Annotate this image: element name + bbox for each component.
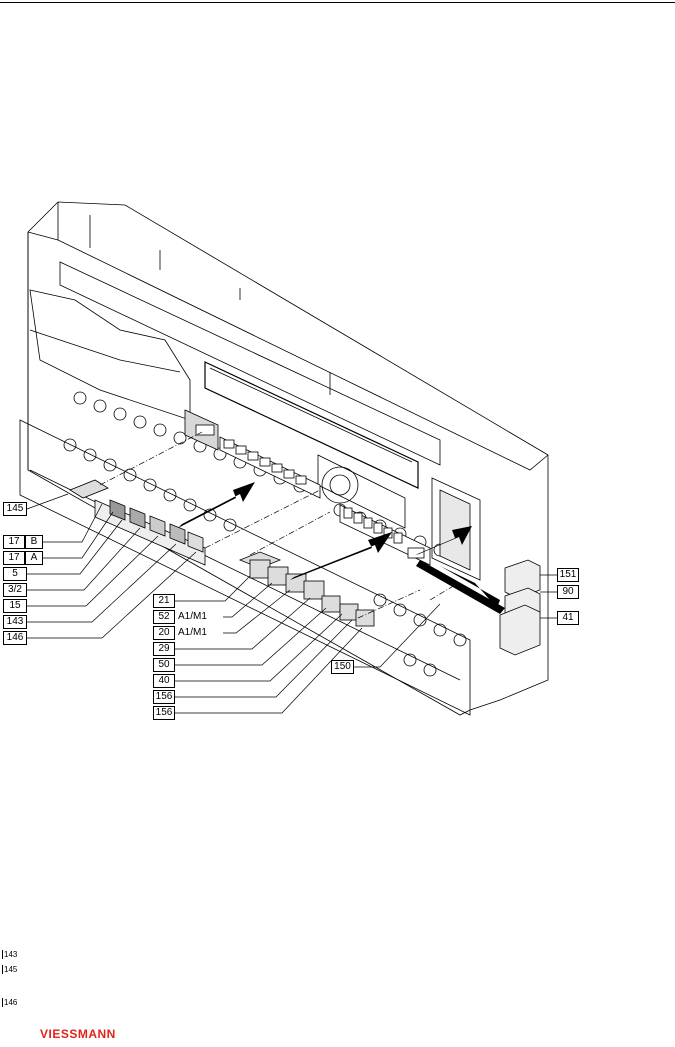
callout-3-2: 3/2	[3, 583, 27, 597]
callout-150: 150	[331, 660, 354, 674]
callout-40: 40	[153, 674, 175, 688]
callout-21: 21	[153, 594, 175, 608]
callout-143: 143	[3, 615, 27, 629]
callout-52-label: A1/M1	[178, 611, 207, 622]
callout-52: 52	[153, 610, 175, 624]
callout-20: 20	[153, 626, 175, 640]
housing-outline	[27, 201, 549, 716]
callout-17a-number: 17	[3, 551, 25, 565]
callout-156-b: 156	[153, 706, 175, 720]
callout-17a-letter: A	[25, 551, 43, 565]
callout-17b-letter: B	[25, 535, 43, 549]
mounting-arrows	[178, 482, 505, 614]
callout-29: 29	[153, 642, 175, 656]
margin-mark-143: 143	[2, 950, 18, 959]
callout-146: 146	[3, 631, 27, 645]
callout-156-a: 156	[153, 690, 175, 704]
plug-145	[69, 479, 109, 499]
callout-145: 145	[3, 502, 27, 516]
margin-mark-145: 145	[2, 965, 18, 974]
header-rule	[0, 2, 675, 3]
callout-20-label: A1/M1	[178, 627, 207, 638]
callout-17b-number: 17	[3, 535, 25, 549]
callout-5: 5	[3, 567, 27, 581]
callout-15: 15	[3, 599, 27, 613]
callout-90: 90	[557, 585, 579, 599]
margin-mark-146: 146	[2, 998, 18, 1007]
callout-50: 50	[153, 658, 175, 672]
callout-151: 151	[557, 568, 579, 582]
viessmann-logo: VIESSMANN	[40, 1027, 116, 1041]
callout-41: 41	[557, 611, 579, 625]
